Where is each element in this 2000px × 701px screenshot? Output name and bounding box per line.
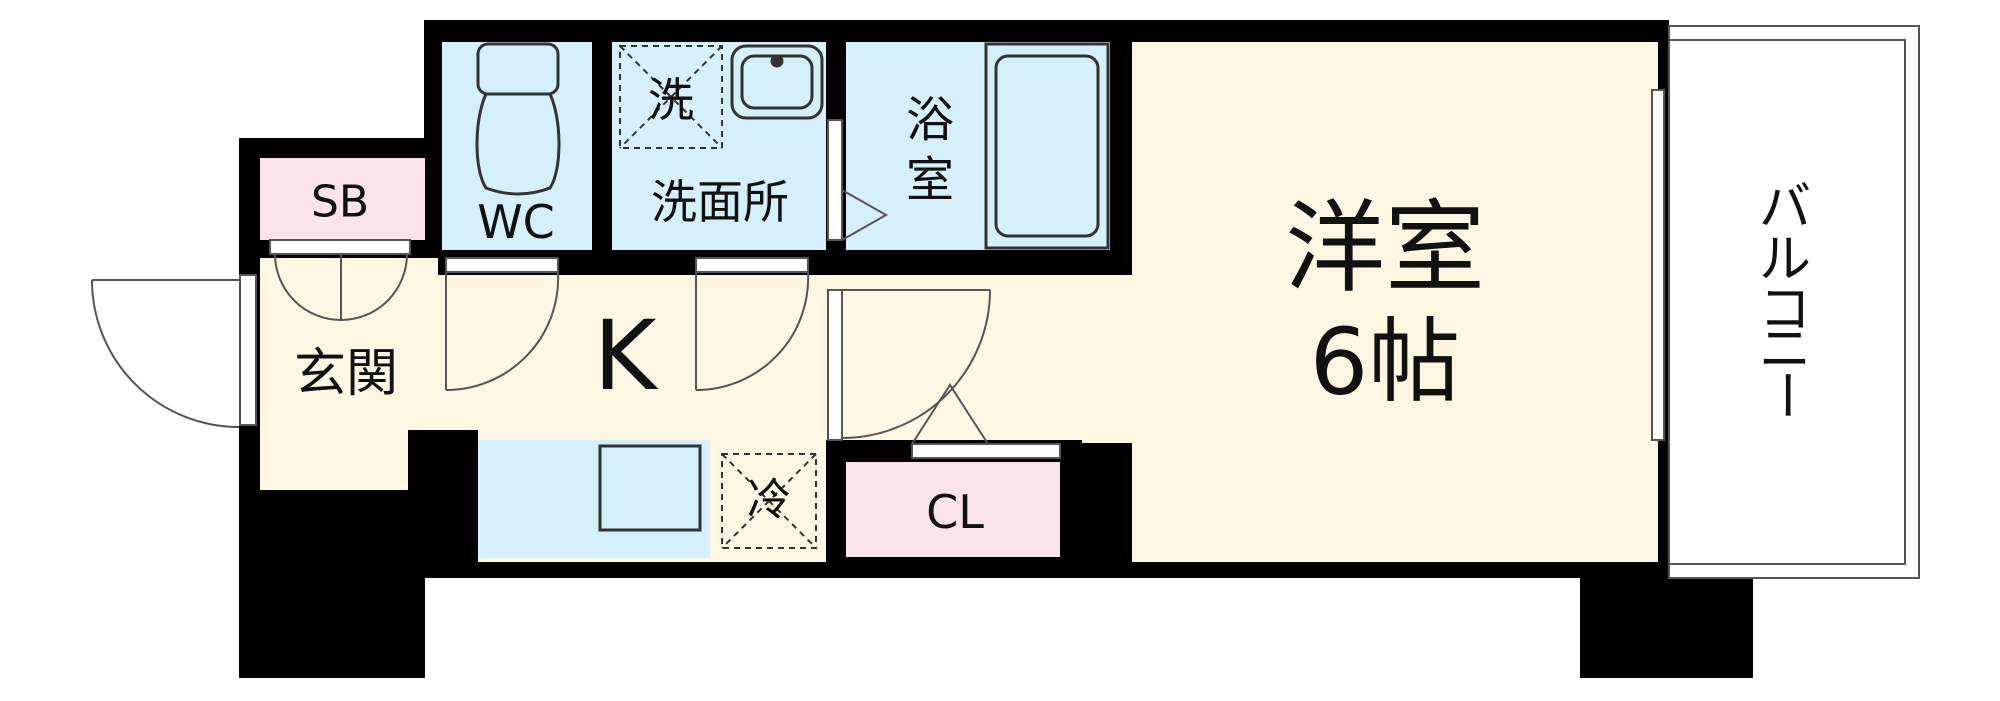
shoe-box-doors xyxy=(269,239,411,321)
fridge-space-box xyxy=(721,453,817,549)
closet-side-wall xyxy=(1060,440,1082,565)
western-room-name: 洋室 xyxy=(1285,190,1485,307)
washer-space-box xyxy=(619,45,723,149)
washroom-label: 洗面所 xyxy=(651,175,789,229)
bathroom-label-top: 浴 xyxy=(906,92,954,148)
bathroom-door xyxy=(827,119,889,241)
washroom-door xyxy=(695,257,810,392)
closet-door xyxy=(911,383,1061,459)
western-room-size: 6帖 xyxy=(1310,309,1461,416)
toilet-fixture xyxy=(475,42,561,196)
shoe-box-floor xyxy=(260,158,425,240)
washroom-floor xyxy=(612,42,826,250)
wc-door xyxy=(445,257,560,392)
kitchen-sink-fixture xyxy=(598,444,702,532)
exterior-notch xyxy=(428,580,1580,701)
kitchen-label: K xyxy=(594,300,659,412)
bathroom-floor xyxy=(846,42,1110,250)
closet-floor xyxy=(846,462,1060,557)
bathroom-label-bottom: 室 xyxy=(906,152,954,208)
hall-floor xyxy=(826,275,1132,443)
bathtub-fixture xyxy=(984,42,1110,250)
washer-space-label: 洗 xyxy=(648,73,694,127)
balcony-char-5: ー xyxy=(1755,369,1815,421)
toilet-label: WC xyxy=(477,195,555,249)
kitchen-right-wall xyxy=(826,440,846,565)
western-room-floor xyxy=(1132,42,1658,562)
toilet-floor xyxy=(442,42,592,250)
closet-label: CL xyxy=(926,485,984,539)
kitchen-wall-stub xyxy=(408,430,478,565)
entrance-label: 玄関 xyxy=(294,344,398,404)
shoe-box-label: SB xyxy=(311,177,369,228)
sink-fixture xyxy=(730,44,824,120)
western-room-door xyxy=(827,289,991,441)
balcony-window xyxy=(1651,89,1665,441)
balcony-char-1: バ xyxy=(1759,178,1811,238)
kitchen-counter xyxy=(478,440,710,558)
balcony-char-3: コ xyxy=(1759,280,1811,340)
balcony-inner-line xyxy=(1668,39,1906,565)
fridge-space-label: 冷 xyxy=(747,475,791,526)
entrance-door xyxy=(91,274,257,428)
balcony-char-4: ニ xyxy=(1759,320,1811,380)
balcony-char-2: ル xyxy=(1759,230,1811,290)
